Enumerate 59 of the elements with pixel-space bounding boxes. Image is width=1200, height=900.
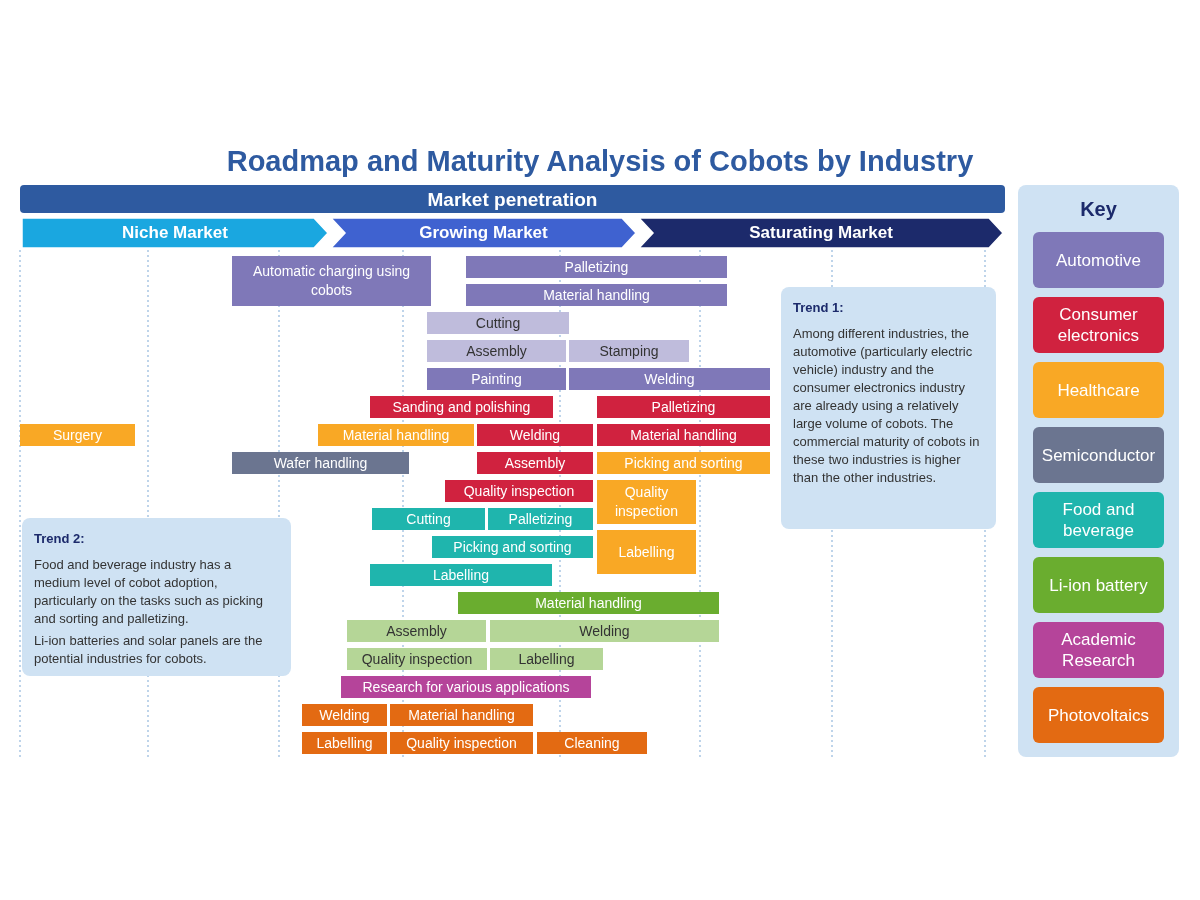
task-bar: Labelling <box>302 732 387 754</box>
trend-note-box <box>22 518 291 676</box>
market-stage-banner <box>22 218 328 248</box>
market-stage-banner <box>331 218 636 248</box>
task-bar: Material handling <box>597 424 770 446</box>
task-bar: Welding <box>569 368 770 390</box>
task-bar: Welding <box>477 424 593 446</box>
legend-swatch: Automotive <box>1033 232 1164 288</box>
task-bar: Welding <box>302 704 387 726</box>
task-bar: Labelling <box>490 648 603 670</box>
task-bar: Painting <box>427 368 566 390</box>
task-bar: Cutting <box>372 508 485 530</box>
stage-label: Saturating Market <box>748 222 894 245</box>
task-bar: Assembly <box>347 620 486 642</box>
stage-label: Growing Market <box>418 222 549 245</box>
task-bar: Material handling <box>390 704 533 726</box>
note-text: Among different industries, the automotive (particularly electric vehicle) industry and the consumer electronics industry are already using a relatively large volume of cobots. The commercial maturity of cobots in these two industries is higher than the other industries. <box>793 325 981 487</box>
legend-swatch: Li-ion battery <box>1033 557 1164 613</box>
task-bar: Cutting <box>427 312 569 334</box>
note-heading: Trend 1: <box>793 299 845 317</box>
task-bar: Picking and sorting <box>597 452 770 474</box>
note-text: Li-ion batteries and solar panels are the potential industries for cobots. <box>34 632 264 668</box>
task-bar: Palletizing <box>466 256 727 278</box>
legend-swatch: Academic Research <box>1033 622 1164 678</box>
task-bar: Picking and sorting <box>432 536 593 558</box>
task-bar: Labelling <box>597 530 696 574</box>
task-bar: Labelling <box>370 564 552 586</box>
trend-note-box <box>781 287 996 529</box>
legend-swatch: Photovoltaics <box>1033 687 1164 743</box>
task-bar: Cleaning <box>537 732 647 754</box>
task-bar: Quality inspection <box>347 648 487 670</box>
task-bar: Wafer handling <box>232 452 409 474</box>
task-bar: Palletizing <box>597 396 770 418</box>
legend-heading: Key <box>1079 197 1118 222</box>
legend-swatch: Semiconductor <box>1033 427 1164 483</box>
note-text: Food and beverage industry has a medium level of cobot adoption, particularly on the tasks such as picking and sorting and palletizing. <box>34 556 265 628</box>
task-bar: Palletizing <box>488 508 593 530</box>
task-bar: Automatic charging using cobots <box>232 256 431 306</box>
task-bar: Material handling <box>466 284 727 306</box>
market-stage-banner <box>639 218 1003 248</box>
task-bar: Material handling <box>458 592 719 614</box>
task-bar: Stamping <box>569 340 689 362</box>
stage-label: Niche Market <box>121 222 229 245</box>
task-bar: Quality inspection <box>445 480 593 502</box>
task-bar: Research for various applications <box>341 676 591 698</box>
task-bar: Welding <box>490 620 719 642</box>
task-bar: Material handling <box>318 424 474 446</box>
legend-swatch: Consumer electronics <box>1033 297 1164 353</box>
task-bar: Assembly <box>427 340 566 362</box>
task-bar: Sanding and polishing <box>370 396 553 418</box>
diagram-title: Roadmap and Maturity Analysis of Cobots by Industry <box>225 144 975 179</box>
header-band: Market penetration <box>20 185 1005 213</box>
task-bar: Quality inspection <box>597 480 696 524</box>
legend-swatch: Food and beverage <box>1033 492 1164 548</box>
task-bar: Quality inspection <box>390 732 533 754</box>
task-bar: Assembly <box>477 452 593 474</box>
task-bar: Surgery <box>20 424 135 446</box>
note-heading: Trend 2: <box>34 530 86 548</box>
legend-swatch: Healthcare <box>1033 362 1164 418</box>
